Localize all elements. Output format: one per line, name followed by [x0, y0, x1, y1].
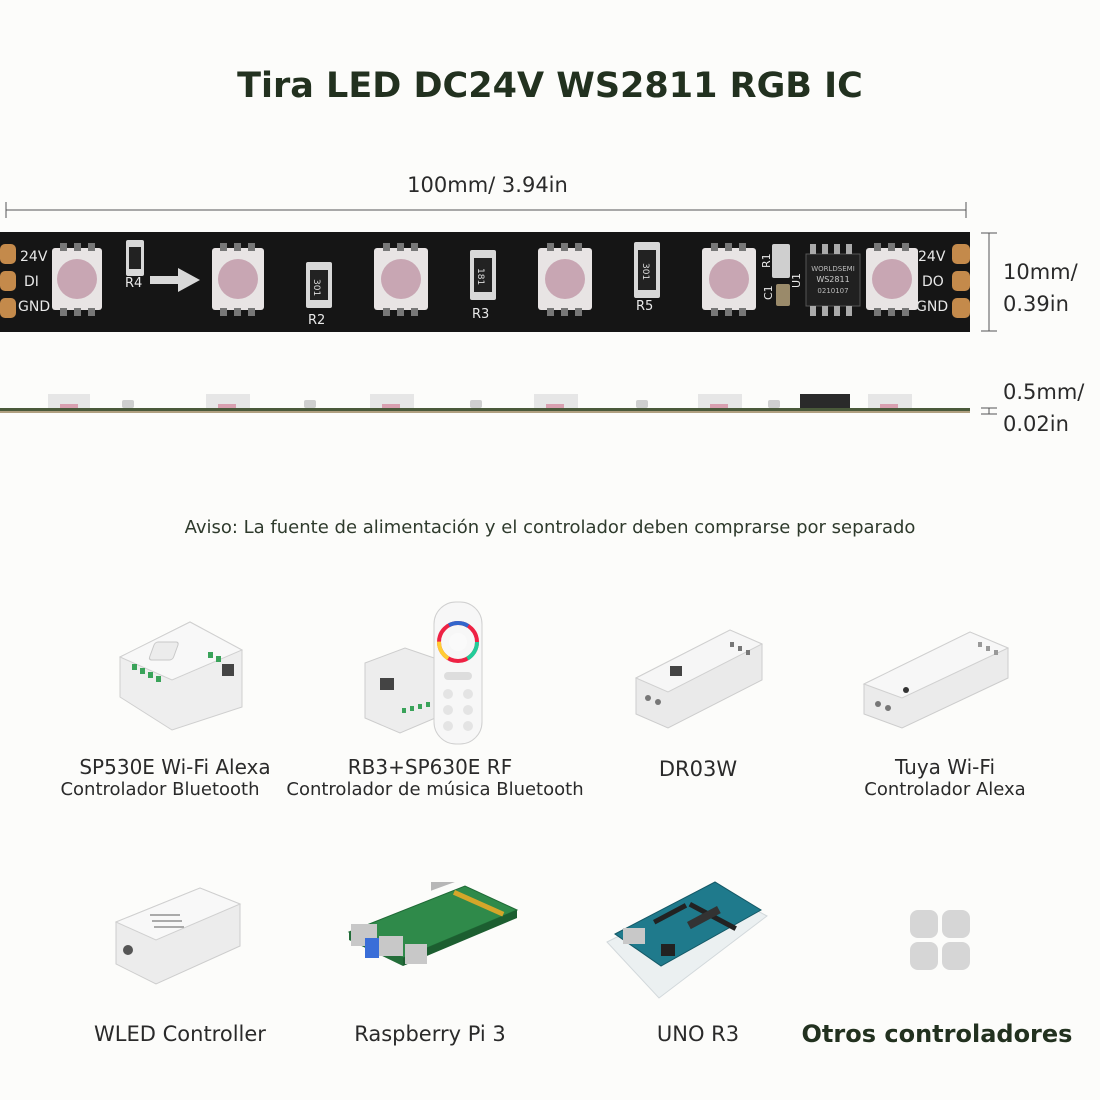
led-strip-top-view: 24V DI GND 24V DO GND: [0, 232, 970, 332]
length-dimension-label: 100mm/ 3.94in: [407, 173, 568, 197]
width-dimension-in: 0.39in: [1003, 292, 1069, 316]
pad-right-24v: [952, 244, 970, 264]
controller-6-name: Raspberry Pi 3: [354, 1022, 506, 1046]
thickness-dimension-in: 0.02in: [1003, 412, 1069, 436]
length-dimension-line: [5, 202, 967, 218]
svg-text:WORLDSEMI: WORLDSEMI: [811, 265, 855, 273]
controller-2-desc: Controlador de música Bluetooth: [286, 779, 584, 800]
capacitor-c1: [776, 284, 790, 306]
tuya-wifi-controller-image: [862, 631, 1010, 729]
controller-1-desc: Controlador Bluetooth: [60, 779, 260, 800]
controller-2-name: RB3+SP630E RF: [347, 755, 513, 779]
led-chip: [52, 243, 102, 316]
strip-label-u1: U1: [790, 273, 803, 288]
led-chip: [374, 243, 428, 316]
rb3-sp630e-controller-image: [364, 601, 483, 745]
svg-text:181: 181: [475, 268, 485, 285]
resistor-r1: [772, 244, 790, 278]
controller-3-name: DR03W: [658, 757, 738, 781]
svg-text:301: 301: [640, 263, 650, 280]
strip-label-left-di: DI: [24, 274, 39, 290]
pad-right-gnd: [952, 298, 970, 318]
strip-label-left-gnd: GND: [18, 299, 50, 315]
led-chip: [702, 243, 756, 316]
controller-4-name: Tuya Wi-Fi: [894, 755, 996, 779]
strip-label-c1: C1: [762, 285, 775, 300]
notice-text: Aviso: La fuente de alimentación y el co…: [184, 517, 916, 538]
sp530e-controller-image: [118, 621, 244, 731]
controller-4-desc: Controlador Alexa: [864, 779, 1026, 800]
thickness-dimension-line: [981, 407, 997, 415]
controller-8-name: Otros controladores: [801, 1020, 1073, 1048]
pad-right-do: [952, 271, 970, 291]
arrow-right-icon: [150, 268, 200, 292]
raspberry-pi-3-image: [347, 882, 519, 966]
led-chip: [538, 243, 592, 316]
page-title: Tira LED DC24V WS2811 RGB IC: [237, 66, 863, 106]
svg-text:301: 301: [311, 279, 321, 296]
controller-1-name: SP530E Wi-Fi Alexa: [79, 755, 271, 779]
ws2811-ic-chip: WORLDSEMI WS2811 0210107: [805, 244, 861, 316]
strip-label-r3: R3: [472, 307, 489, 322]
dr03w-controller-image: [634, 629, 764, 729]
pad-left-24v: [0, 244, 16, 264]
strip-label-left-24v: 24V: [20, 249, 48, 265]
pad-left-di: [0, 271, 16, 291]
strip-label-right-gnd: GND: [916, 299, 948, 315]
controller-7-name: UNO R3: [656, 1022, 740, 1046]
width-dimension-mm: 10mm/: [1003, 260, 1078, 284]
led-chip: [866, 243, 918, 316]
controller-5-name: WLED Controller: [94, 1022, 266, 1046]
grid-apps-icon: [910, 910, 970, 970]
width-dimension-line: [981, 232, 997, 332]
strip-label-r5: R5: [636, 299, 653, 314]
wled-controller-image: [114, 887, 242, 985]
strip-label-r2: R2: [308, 313, 325, 328]
strip-label-r1: R1: [760, 253, 773, 268]
svg-text:0210107: 0210107: [817, 287, 848, 295]
strip-label-right-24v: 24V: [918, 249, 946, 265]
uno-r3-image: [606, 881, 768, 999]
thickness-dimension-mm: 0.5mm/: [1003, 380, 1085, 404]
strip-label-r4: R4: [125, 276, 142, 291]
led-chip: [212, 243, 264, 316]
pad-left-gnd: [0, 298, 16, 318]
led-strip-side-view: [0, 394, 970, 413]
svg-text:WS2811: WS2811: [816, 275, 849, 284]
strip-label-right-do: DO: [922, 274, 944, 290]
